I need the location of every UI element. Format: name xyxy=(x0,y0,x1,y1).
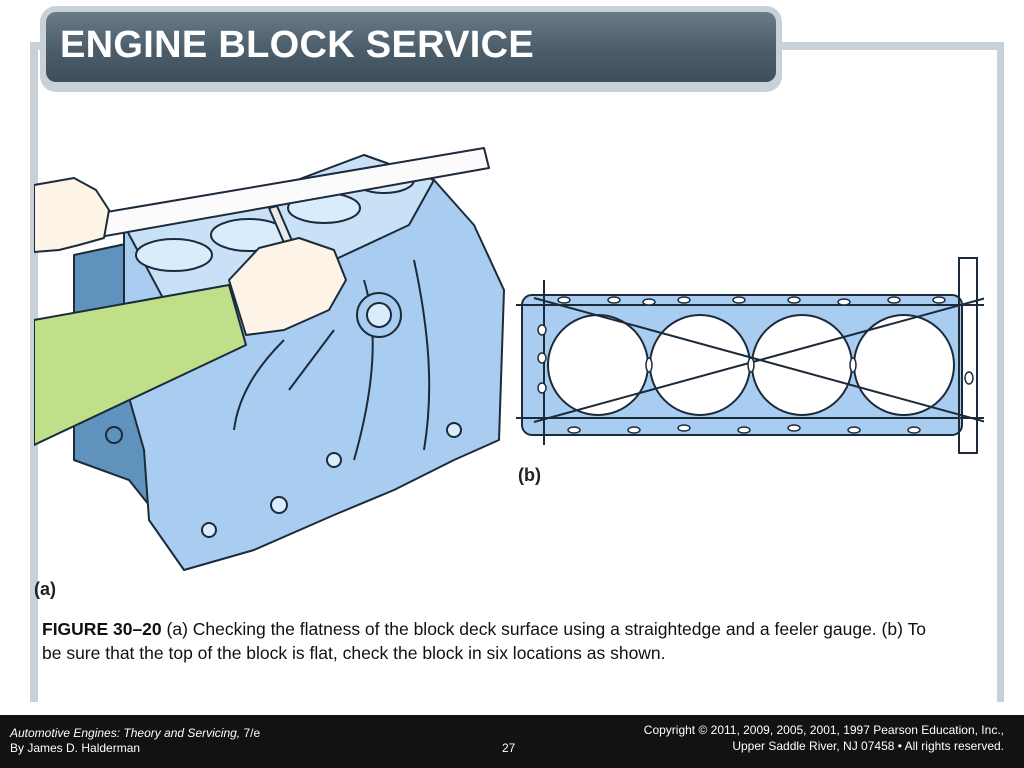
page-number: 27 xyxy=(502,741,516,755)
caption-text: (a) Checking the flatness of the block d… xyxy=(42,619,926,663)
engine-block-figure: (a) (b) xyxy=(34,147,984,599)
figure-b-diagram xyxy=(516,257,984,454)
slide-title: ENGINE BLOCK SERVICE xyxy=(60,24,535,66)
figure-label-a: (a) xyxy=(34,579,56,599)
figure-caption: FIGURE 30–20 (a) Checking the flatness o… xyxy=(42,617,942,665)
footer-book-title: Automotive Engines: Theory and Servicing… xyxy=(10,726,241,740)
footer-copyright-line1: Copyright © 2011, 2009, 2005, 2001, 1997… xyxy=(643,723,1004,737)
footer-book-line: Automotive Engines: Theory and Servicing… xyxy=(10,726,260,740)
footer-author: By James D. Halderman xyxy=(10,741,141,755)
footer-bar: Automotive Engines: Theory and Servicing… xyxy=(0,715,1024,768)
figure-a-illustration xyxy=(34,147,505,571)
title-bar xyxy=(46,12,776,82)
footer-copyright-line2: Upper Saddle River, NJ 07458 • All right… xyxy=(732,739,1004,753)
gasket-holes xyxy=(537,296,974,434)
footer-edition: 7/e xyxy=(240,726,261,740)
figure-label-b: (b) xyxy=(518,465,541,485)
caption-label: FIGURE 30–20 xyxy=(42,619,162,639)
